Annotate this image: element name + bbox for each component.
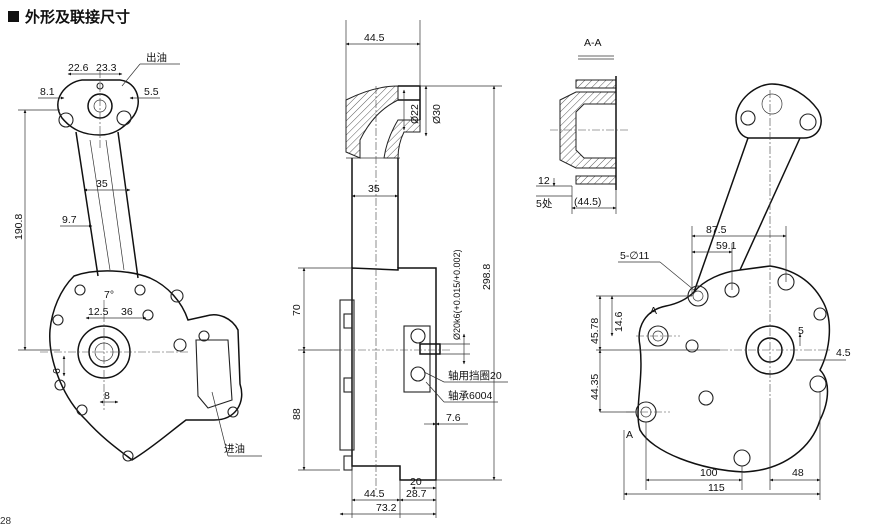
outlet-label: 出油 [146,51,167,64]
dim-7-6: 7.6 [446,412,461,424]
dim-115: 115 [708,482,725,494]
dim-14-6: 14.6 [613,311,625,332]
dim-100: 100 [700,467,718,479]
section-dim-44-5: (44.5) [574,196,601,208]
mid-bearing-bottom [410,366,426,382]
section-dim-12: 12 [538,175,550,187]
dim-9-7: 9.7 [62,214,77,226]
dim-70: 70 [291,304,303,316]
section-top-wall [575,79,617,89]
bearing-label: 轴承6004 [448,389,493,402]
dim-12-5: 12.5 [88,306,109,318]
dim-6: 6 [51,368,63,374]
dim-20: 20 [410,476,422,488]
section-aa-view: A-A 12 5处 (44.5) [536,37,630,214]
inlet-label: 进油 [224,442,245,455]
dim-23-3: 23.3 [96,62,117,74]
right-flange-hole-1 [740,110,756,126]
dim-8: 8 [104,390,110,402]
left-bolt-holes [52,284,239,462]
left-view: 22.6 23.3 出油 8.1 5.5 35 190.8 9.7 7° 12.… [13,51,262,462]
left-arm-inner [89,139,125,271]
dim-7deg: 7° [104,289,114,301]
dim-44-5-top: 44.5 [364,32,385,44]
dim-190-8: 190.8 [13,214,25,240]
title-bullet-icon [8,11,19,22]
dim-5-5: 5.5 [144,86,159,98]
right-flange-bore [761,93,783,115]
left-outlet-flange [57,79,139,136]
left-body-outline [49,270,243,461]
dim-45-78: 45.78 [589,318,601,344]
section-marker-a-top: A [650,305,657,317]
dim-87-5: 87.5 [706,224,727,236]
dim-8-1: 8.1 [40,86,55,98]
dim-35-mid: 35 [368,183,380,195]
dim-36: 36 [121,306,133,318]
dim-phi22: Ø22 [409,104,421,124]
right-outlet-flange [735,83,822,139]
retaining-ring-label: 轴用挡圈20 [448,369,502,382]
dim-88: 88 [291,408,303,420]
left-inlet-passage [195,339,233,409]
section-label: A-A [584,37,602,49]
title-text: 外形及联接尺寸 [25,9,131,26]
mid-bolt-2 [343,377,353,393]
mid-shaft [419,343,441,355]
section-bottom-wall [575,175,617,185]
dim-22-6: 22.6 [68,62,89,74]
dim-44-35: 44.35 [589,374,601,400]
section-marker-a-bottom: A [626,429,633,441]
mid-bearing-housing [403,325,431,393]
mid-bolt-1 [343,313,353,329]
page-number: 28 [0,516,12,527]
section-dim-5places: 5处 [536,198,553,210]
dim-28-7: 28.7 [406,488,427,500]
dim-59-1: 59.1 [716,240,737,252]
dim-4-5: 4.5 [836,347,851,359]
mid-flange [339,299,355,451]
dim-phi30: Ø30 [431,104,443,124]
dim-5-right: 5 [798,325,804,337]
mid-outlet-elbow [345,85,399,159]
mid-outlet-elbow-lower [383,119,421,159]
dim-35: 35 [96,178,108,190]
right-bolt-holes [635,273,827,467]
mid-body [351,267,437,481]
dim-73-2: 73.2 [376,502,397,514]
right-body-outline [637,265,831,473]
right-view: 87.5 59.1 5-∅11 A A 14.6 45.78 44.35 5 4… [589,83,851,500]
left-flange-hole-2 [116,110,132,126]
left-arm [75,131,139,279]
mid-column [351,158,399,268]
page-title: 外形及联接尺寸 [8,6,130,27]
right-flange-hole-2 [799,113,817,131]
holes-label: 5-∅11 [620,250,650,262]
left-flange-hole-1 [58,112,74,128]
dim-298-8: 298.8 [481,264,493,290]
mid-bearing-top [410,328,426,344]
dim-48: 48 [792,467,804,479]
mid-bolt-3 [343,455,353,471]
dim-44-5-bot: 44.5 [364,488,385,500]
middle-view: 44.5 Ø22 Ø30 35 298.8 70 88 Ø20k6(+0.015… [291,20,508,518]
dim-shaft-fit: Ø20k6(+0.015/+0.002) [452,249,462,340]
